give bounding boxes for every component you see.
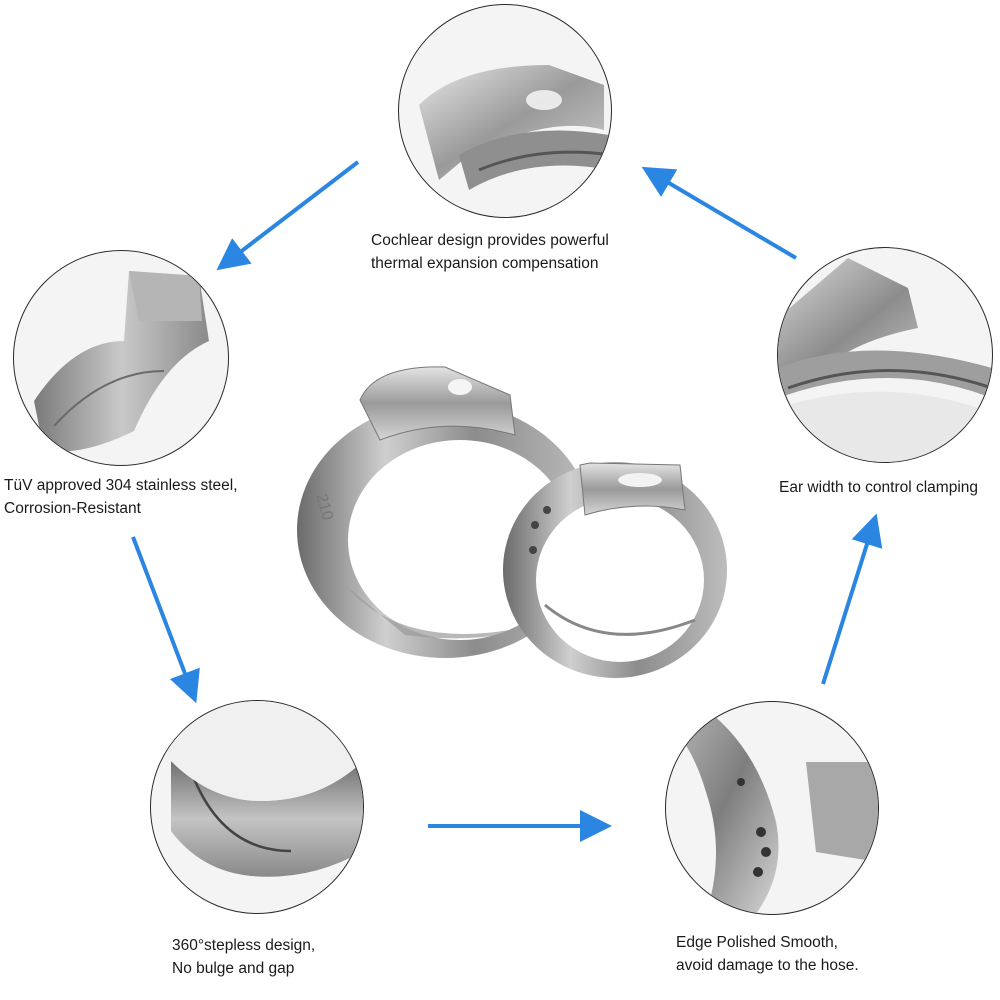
edge-closeup-image <box>666 702 878 914</box>
cochlear-closeup-image <box>419 65 611 190</box>
caption-edge-line-2: avoid damage to the hose. <box>676 957 859 974</box>
stepless-closeup-image <box>151 701 363 877</box>
small-clamp <box>503 462 727 678</box>
caption-steel: TüV approved 304 stainless steel, Corros… <box>4 474 238 520</box>
caption-steel-line-1: TüV approved 304 stainless steel, <box>4 477 238 494</box>
arrow-ear-to-cochlear <box>641 166 798 260</box>
detail-circle-stepless <box>150 700 364 914</box>
arrow-cochlear-to-steel <box>216 160 360 271</box>
ring-marking: 210 <box>313 492 336 522</box>
detail-circle-edge <box>665 701 879 915</box>
arrow-edge-to-ear <box>821 513 883 685</box>
caption-stepless: 360°stepless design, No bulge and gap <box>172 934 315 980</box>
caption-cochlear-line-2: thermal expansion compensation <box>371 255 599 272</box>
ear-closeup-image <box>778 258 992 462</box>
caption-edge-line-1: Edge Polished Smooth, <box>676 934 838 951</box>
detail-circle-steel <box>13 250 229 466</box>
arrow-steel-to-stepless <box>131 536 200 704</box>
caption-ear: Ear width to control clamping <box>779 476 978 499</box>
caption-stepless-line-1: 360°stepless design, <box>172 937 316 954</box>
steel-closeup-image <box>34 271 209 452</box>
caption-edge: Edge Polished Smooth, avoid damage to th… <box>676 931 859 977</box>
detail-circle-ear <box>777 247 993 463</box>
caption-cochlear: Cochlear design provides powerful therma… <box>371 229 609 275</box>
ear-clamps-product-image: 210 <box>297 366 727 678</box>
caption-stepless-line-2: No bulge and gap <box>172 960 295 977</box>
caption-cochlear-line-1: Cochlear design provides powerful <box>371 232 609 249</box>
caption-steel-line-2: Corrosion-Resistant <box>4 500 141 517</box>
detail-circle-cochlear <box>398 4 612 218</box>
caption-ear-line-1: Ear width to control clamping <box>779 479 979 496</box>
